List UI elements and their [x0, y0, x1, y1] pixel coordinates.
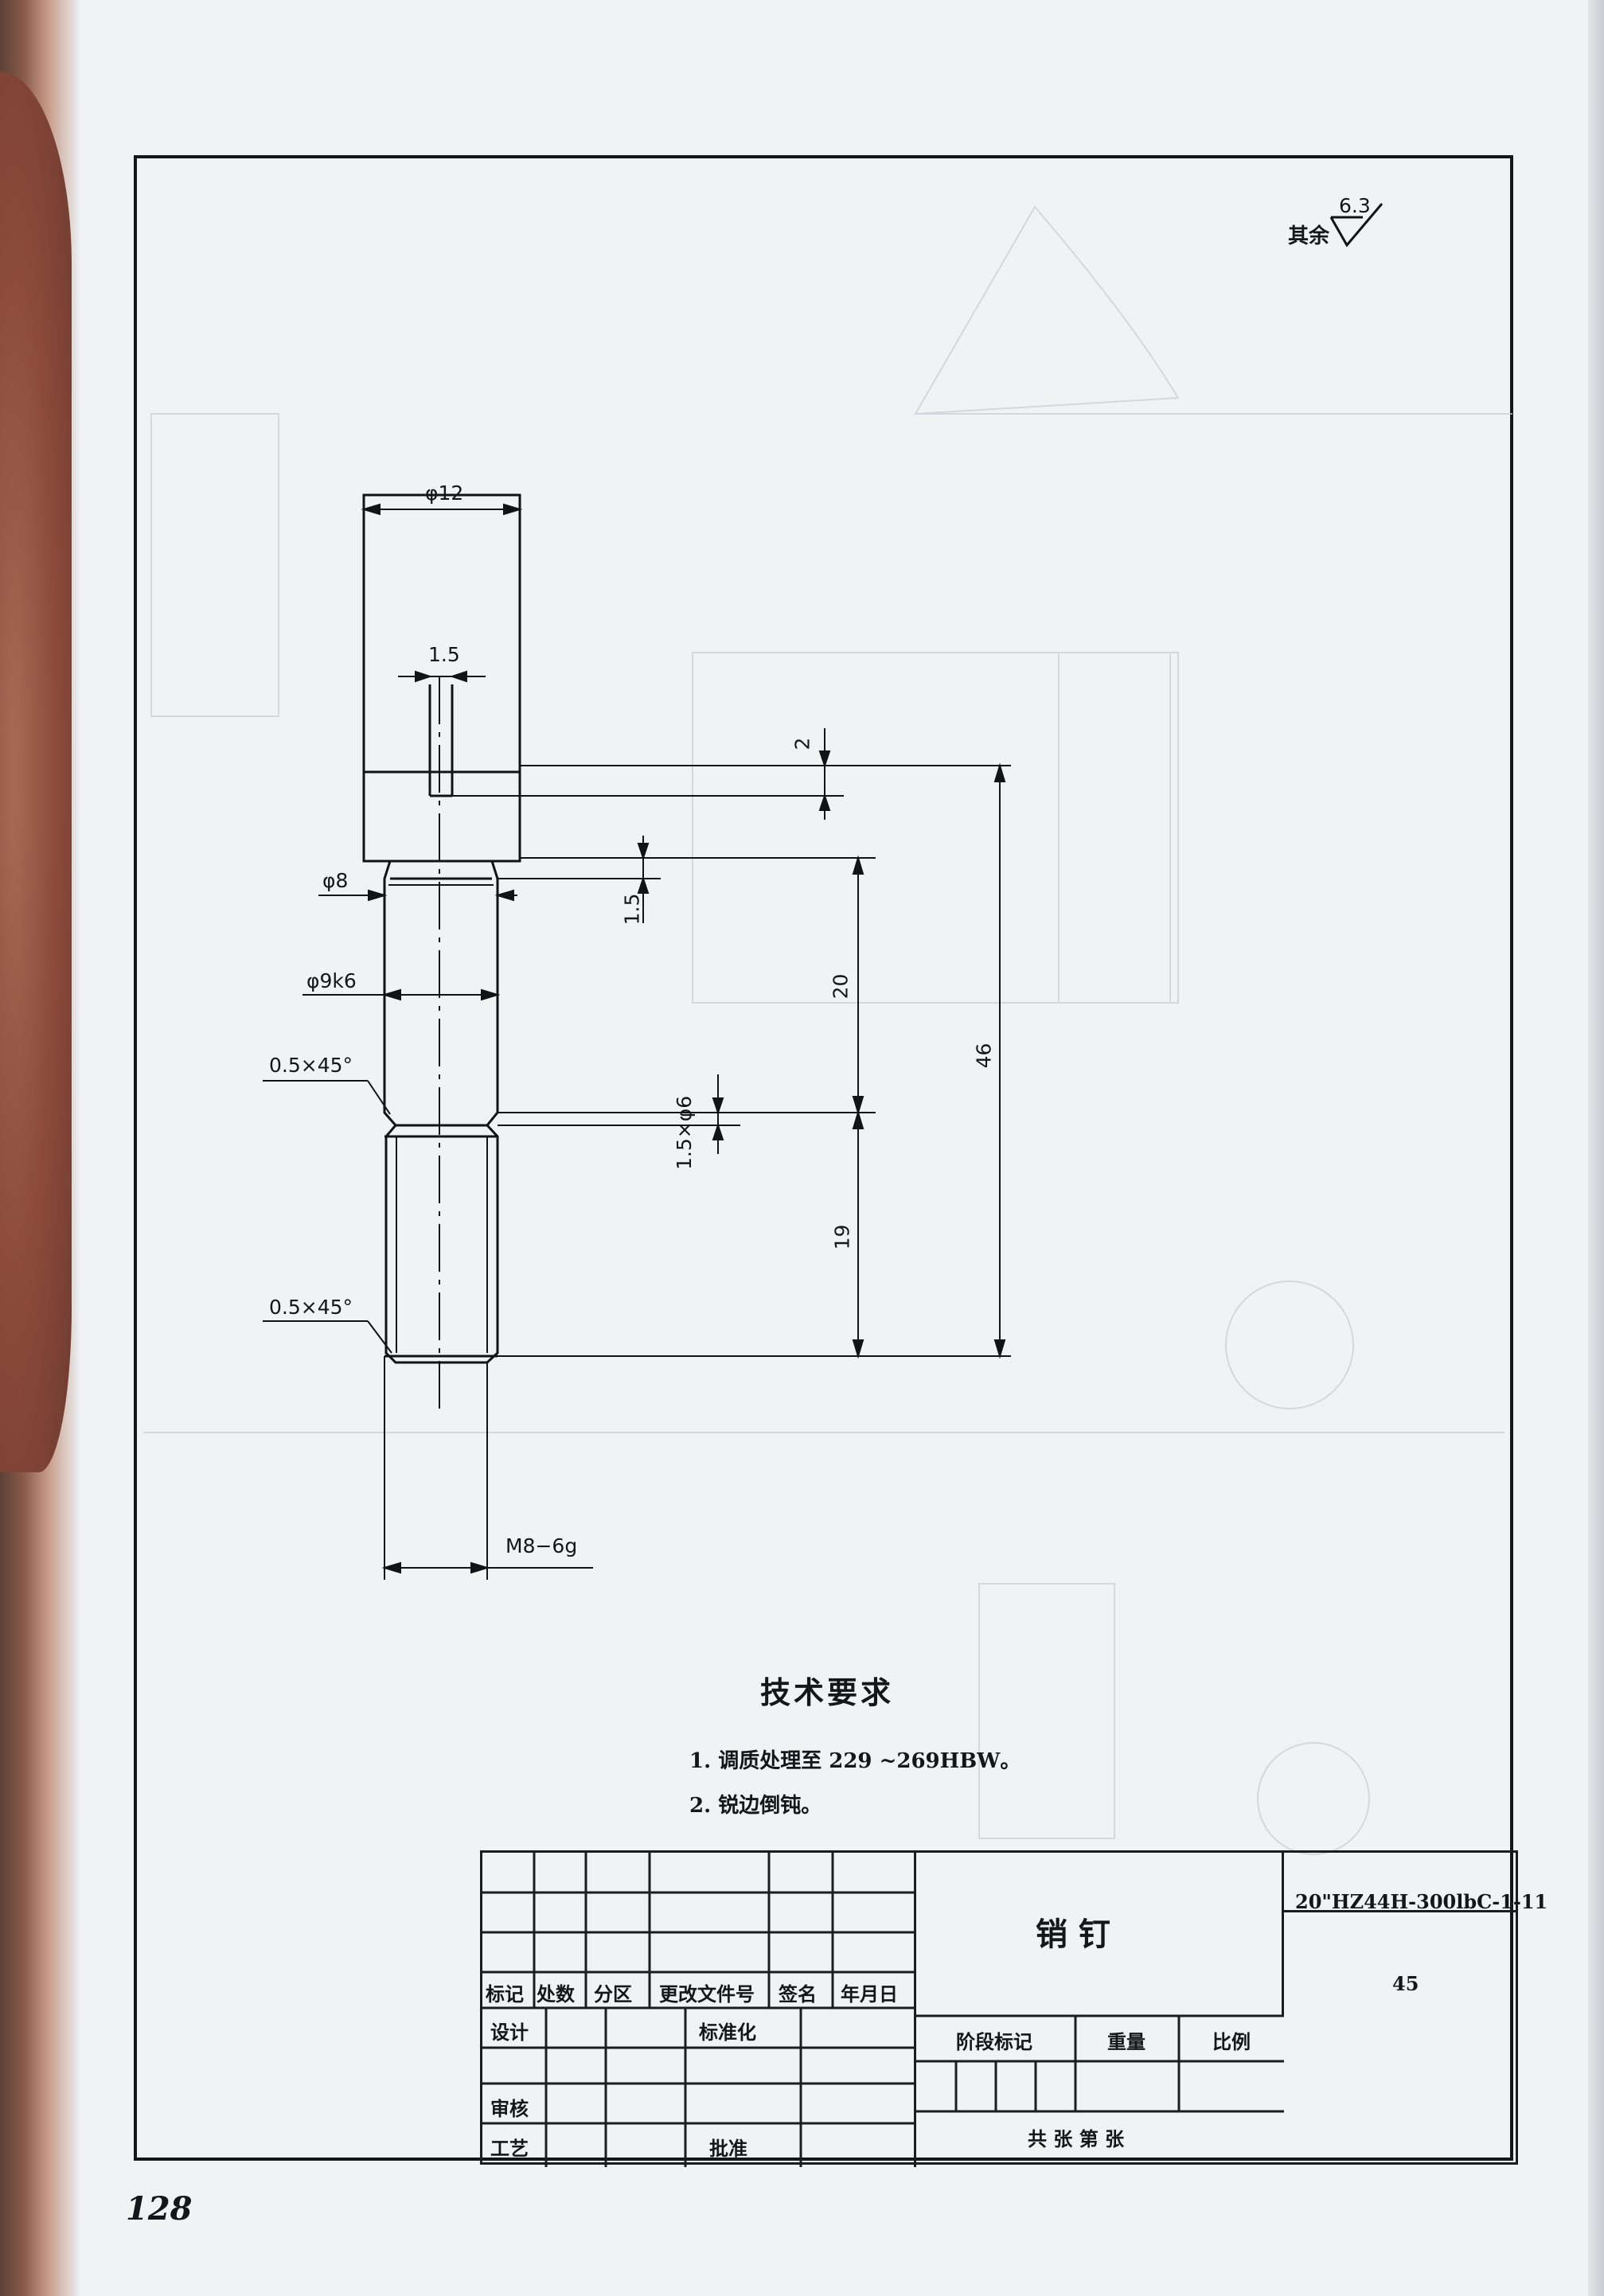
rev-header-signature: 签名: [779, 1982, 817, 2006]
roughness-label: 其余: [1288, 224, 1330, 248]
dim-dia9k6: φ9k6: [306, 969, 357, 992]
sheet-count: 共 张 第 张: [1028, 2127, 1125, 2150]
requirement-item-2: 2. 锐边倒钝。: [689, 1794, 822, 1818]
revision-grid: 标记 处数 分区 更改文件号 签名 年月日 设计 标准化 审核 工艺 批准: [482, 1853, 916, 2167]
part-info-block: 销 钉 阶段标记 重量 比例 共 张 第 张: [914, 1853, 1284, 2167]
dim-chamfer-bottom: 0.5×45°: [269, 1296, 353, 1319]
rev-header-mark: 标记: [486, 1982, 524, 2006]
roughness-symbol: [1329, 203, 1383, 248]
drawing-number: 20"HZ44H-300lbC-1-11: [1295, 1890, 1548, 1913]
rev-header-zone: 分区: [594, 1982, 632, 2006]
requirement-item-1: 1. 调质处理至 229 ~269HBW。: [689, 1749, 1021, 1773]
label-scale: 比例: [1212, 2030, 1251, 2053]
dim-slot-width: 1.5: [428, 643, 460, 666]
rev-header-date: 年月日: [841, 1982, 898, 2006]
label-weight: 重量: [1107, 2030, 1145, 2053]
dim-thread: M8−6g: [505, 1534, 578, 1557]
rev-header-count: 处数: [537, 1982, 575, 2006]
title-block: 标记 处数 分区 更改文件号 签名 年月日 设计 标准化 审核 工艺 批准 销 …: [480, 1850, 1547, 2167]
pin-outline: [362, 493, 521, 1364]
label-process: 工艺: [490, 2137, 529, 2160]
label-design: 设计: [490, 2021, 529, 2044]
label-stage-mark: 阶段标记: [956, 2030, 1032, 2053]
label-approve: 批准: [709, 2137, 747, 2160]
label-standardization: 标准化: [699, 2021, 756, 2044]
page-number: 128: [126, 2190, 193, 2228]
show-through-lines: [143, 205, 1512, 1855]
part-info-lines: [916, 2014, 1284, 2113]
drawing-number-cell: [1284, 1853, 1518, 1912]
roughness-value: 6.3: [1339, 194, 1371, 217]
drawing-frame: [134, 155, 1513, 2161]
label-review: 审核: [490, 2097, 529, 2120]
dim-dia8: φ8: [322, 869, 349, 892]
material-code: 45: [1392, 1972, 1419, 1995]
rev-header-change-doc: 更改文件号: [659, 1982, 755, 2006]
dim-dia12: φ12: [425, 481, 464, 505]
dimension-lines: [263, 503, 1011, 1580]
dim-length-46: 46: [972, 1043, 996, 1069]
dim-groove: 1.5: [620, 893, 644, 926]
dim-length-19: 19: [830, 1224, 854, 1250]
dim-slot-depth: 2: [790, 737, 814, 750]
thumb-holding-page: [0, 72, 72, 1472]
revision-grid-lines: [482, 1853, 916, 2167]
part-name: 销 钉: [1036, 1916, 1110, 1953]
drawing-number-block: 20"HZ44H-300lbC-1-11 45: [1282, 1853, 1547, 2016]
dim-length-20: 20: [829, 973, 853, 1000]
requirements-title: 技术要求: [760, 1674, 895, 1710]
dim-undercut: 1.5×φ6: [673, 1095, 696, 1170]
page-edge: [1588, 0, 1604, 2296]
dim-chamfer-top: 0.5×45°: [269, 1054, 353, 1077]
